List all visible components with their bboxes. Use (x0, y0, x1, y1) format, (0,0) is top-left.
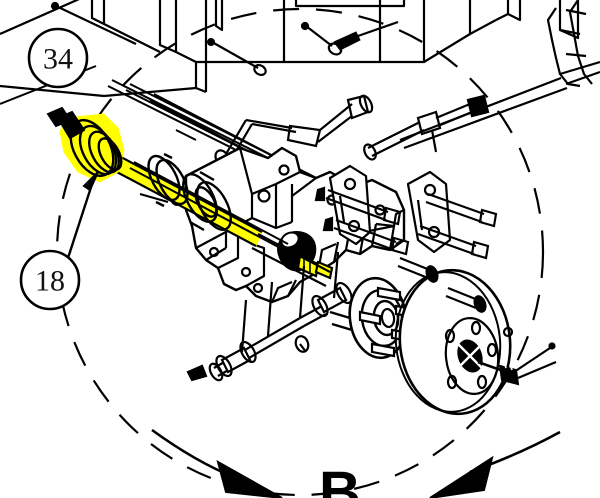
upper-control-rod (214, 94, 374, 167)
hardware-bolts (186, 251, 353, 382)
section-letter: B (319, 460, 361, 498)
callout-18-arrowhead (82, 171, 99, 192)
callout-18-leader-line (66, 177, 96, 259)
detail-circle (55, 7, 545, 497)
bearing-carrier (147, 152, 232, 232)
castle-nut (477, 342, 557, 386)
callout-34-label: 34 (43, 43, 73, 76)
upper-right-linkage (363, 94, 490, 161)
section-arrow-right (429, 430, 561, 498)
frame-fasteners (50, 1, 399, 77)
callout-34-circle[interactable] (27, 27, 89, 89)
callout-18[interactable]: 18 (19, 171, 99, 311)
small-hardware (294, 256, 514, 353)
section-arrow-left (151, 428, 283, 498)
callout-18-label: 18 (35, 265, 65, 298)
cross-bolts (314, 186, 498, 260)
callout-18-circle[interactable] (19, 249, 81, 311)
chassis-frame (0, 0, 580, 98)
callout-34[interactable]: 34 (27, 27, 89, 89)
cv-boot (46, 106, 125, 183)
